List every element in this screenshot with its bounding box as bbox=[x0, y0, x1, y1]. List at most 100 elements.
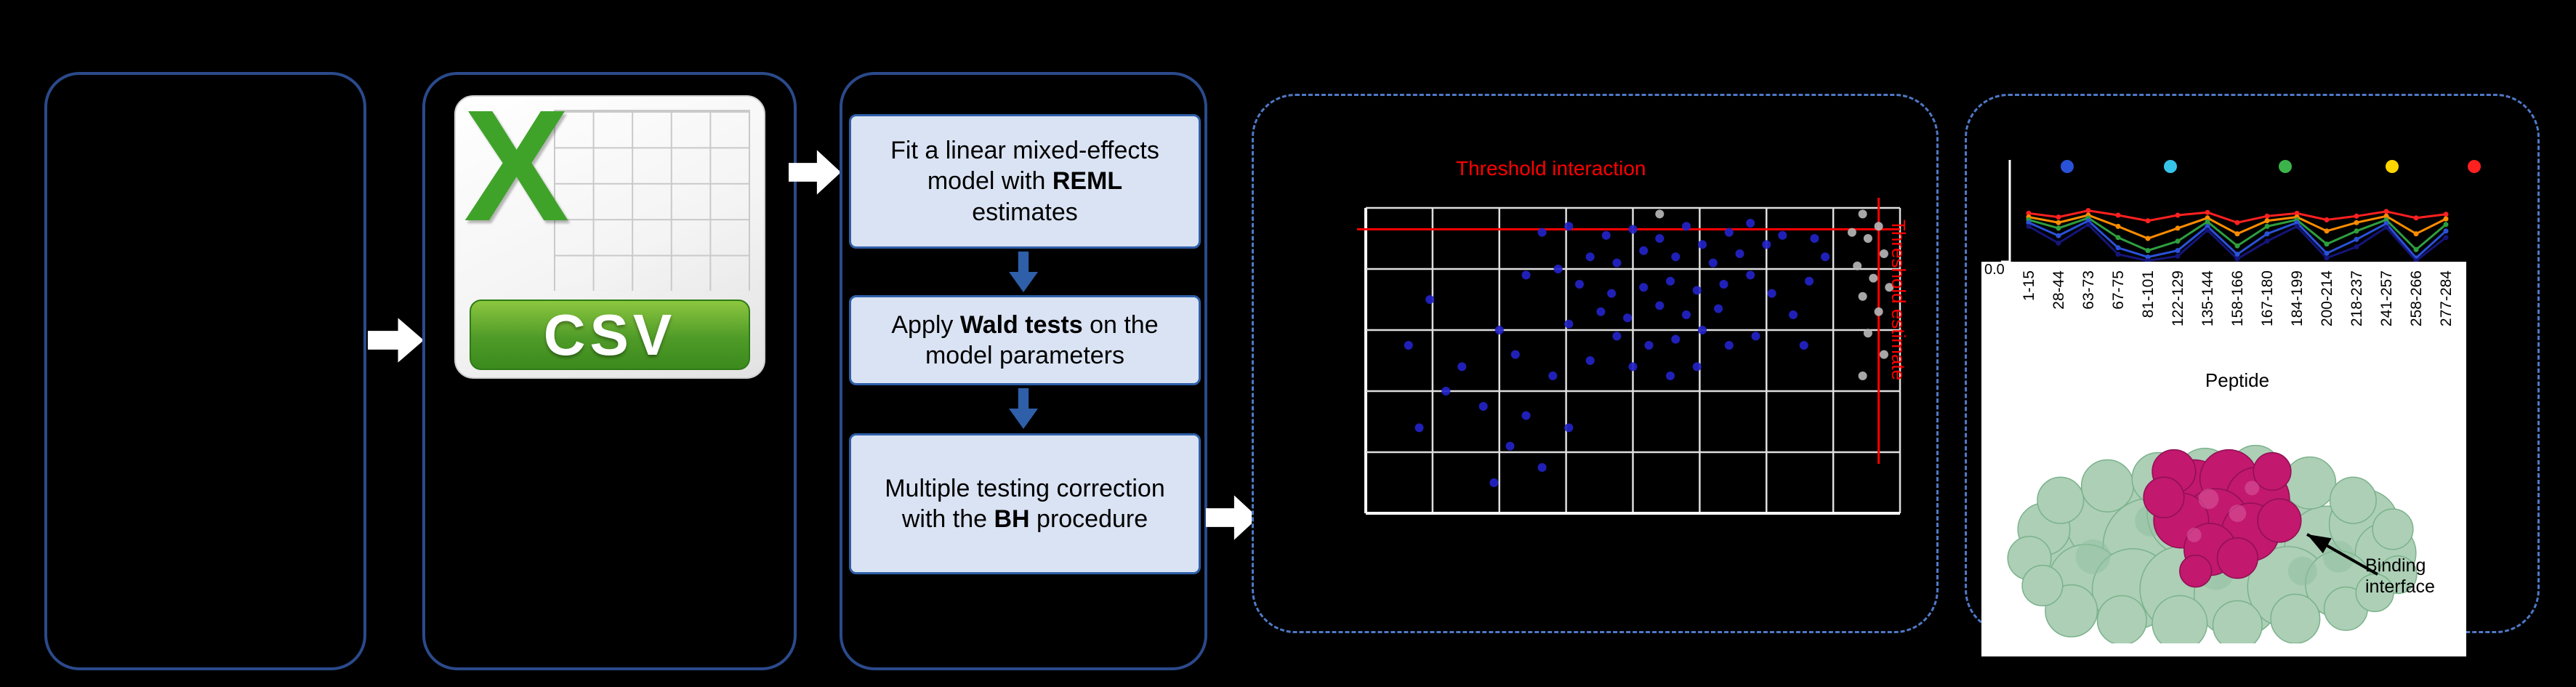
scatter-point bbox=[1489, 478, 1499, 487]
scatter-point bbox=[1548, 371, 1558, 380]
scatter-point bbox=[1746, 219, 1755, 228]
line-point bbox=[2234, 252, 2240, 257]
line-point bbox=[2413, 231, 2419, 237]
scatter-point bbox=[1879, 249, 1888, 258]
line-point bbox=[2354, 220, 2359, 225]
scatter-point bbox=[1655, 234, 1665, 243]
scatter-point bbox=[1612, 332, 1622, 341]
line-point bbox=[2056, 240, 2061, 246]
scatter-point bbox=[1537, 463, 1547, 472]
line-point bbox=[2264, 218, 2270, 224]
line-point bbox=[2115, 223, 2121, 229]
line-point bbox=[2145, 254, 2151, 260]
step-bh-box: Multiple testing correction with the BH … bbox=[849, 433, 1201, 574]
scatter-point bbox=[1682, 310, 1691, 319]
line-point bbox=[2354, 228, 2359, 234]
line-point bbox=[2085, 208, 2091, 214]
line-point bbox=[2205, 219, 2210, 225]
scatter-point bbox=[1869, 273, 1878, 283]
line-point bbox=[2026, 210, 2032, 216]
protein-structure-image bbox=[2007, 444, 2418, 643]
line-point bbox=[2175, 212, 2181, 218]
scatter-point bbox=[1863, 329, 1872, 338]
spreadsheet-grid bbox=[553, 109, 750, 292]
scatter-point bbox=[1575, 280, 1584, 289]
step-reml-box: Fit a linear mixed-effects model with RE… bbox=[849, 114, 1201, 249]
scatter-point bbox=[1692, 286, 1702, 295]
peptide-tick-label: 122-129 bbox=[2170, 270, 2186, 327]
scatter-point bbox=[1762, 240, 1771, 249]
line-point bbox=[2324, 228, 2330, 234]
scatter-point bbox=[1537, 228, 1547, 237]
line-point bbox=[2175, 253, 2181, 259]
line-point bbox=[2443, 228, 2449, 234]
scatter-point bbox=[1858, 371, 1867, 380]
scatter-point bbox=[1585, 252, 1595, 262]
scatter-point bbox=[1724, 341, 1734, 350]
line-point bbox=[2056, 233, 2061, 238]
line-point bbox=[2205, 215, 2210, 221]
scatter-point bbox=[1494, 326, 1504, 334]
scatter-point bbox=[1874, 307, 1883, 316]
line-point bbox=[2294, 210, 2300, 216]
line-point bbox=[2205, 223, 2210, 229]
line-point bbox=[2115, 245, 2121, 251]
line-point bbox=[2145, 236, 2151, 241]
scatter-point bbox=[1789, 310, 1798, 319]
scatter-point bbox=[1510, 350, 1520, 359]
flow-arrow-3 bbox=[1206, 495, 1258, 540]
peptide-tick-label: 81-101 bbox=[2140, 270, 2157, 318]
scatter-point bbox=[1639, 246, 1649, 255]
line-point bbox=[2443, 212, 2449, 217]
line-point bbox=[2443, 222, 2449, 228]
line-point bbox=[2264, 213, 2270, 219]
step-wald-box: Apply Wald tests on the model parameters bbox=[849, 295, 1201, 385]
scatter-point bbox=[1425, 295, 1435, 304]
scatter-point bbox=[1805, 276, 1814, 286]
step-wald-text: Apply Wald tests on the model parameters bbox=[891, 310, 1159, 370]
scatter-point bbox=[1564, 222, 1574, 231]
scatter-point bbox=[1885, 283, 1894, 292]
line-point bbox=[2354, 213, 2359, 219]
csv-file-icon: X CSV bbox=[454, 78, 765, 379]
step-down-arrow-1 bbox=[1009, 252, 1038, 292]
line-point bbox=[2324, 255, 2330, 261]
line-point bbox=[2443, 216, 2449, 222]
line-point bbox=[2324, 217, 2330, 222]
flow-arrow-1 bbox=[368, 318, 424, 363]
scatter-point bbox=[1821, 252, 1830, 262]
panel-csv-input: X CSV bbox=[422, 72, 797, 670]
panel-statistical-method: Fit a linear mixed-effects model with RE… bbox=[840, 72, 1207, 670]
line-point bbox=[2056, 220, 2061, 225]
line-point bbox=[2234, 231, 2240, 237]
scatter-point bbox=[1623, 313, 1633, 323]
line-point bbox=[2205, 209, 2210, 215]
peptide-tick-label: 218-237 bbox=[2348, 270, 2365, 327]
scatter-point bbox=[1724, 228, 1734, 237]
scatter-point bbox=[1671, 252, 1681, 262]
scatter-point bbox=[1596, 307, 1606, 316]
line-point bbox=[2145, 248, 2151, 254]
scatter-point bbox=[1858, 209, 1867, 219]
scatter-point bbox=[1671, 334, 1681, 344]
line-point bbox=[2383, 213, 2389, 219]
legend-dot bbox=[2279, 160, 2292, 173]
scatter-point bbox=[1847, 228, 1856, 237]
scatter-point bbox=[1858, 292, 1867, 301]
line-point bbox=[2324, 241, 2330, 247]
scatter-point bbox=[1853, 261, 1862, 270]
scatter-point bbox=[1505, 441, 1515, 451]
line-point bbox=[2264, 223, 2270, 229]
scatter-point bbox=[1441, 387, 1451, 395]
peptide-axis-label: Peptide bbox=[2205, 369, 2270, 391]
line-point bbox=[2354, 244, 2359, 249]
scatter-right-label: Threshold estimate bbox=[1888, 220, 1909, 381]
scatter-point bbox=[1874, 222, 1883, 231]
scatter-point bbox=[1799, 341, 1808, 350]
peptide-tick-label: 63-73 bbox=[2080, 270, 2097, 310]
scatter-point bbox=[1607, 289, 1617, 298]
